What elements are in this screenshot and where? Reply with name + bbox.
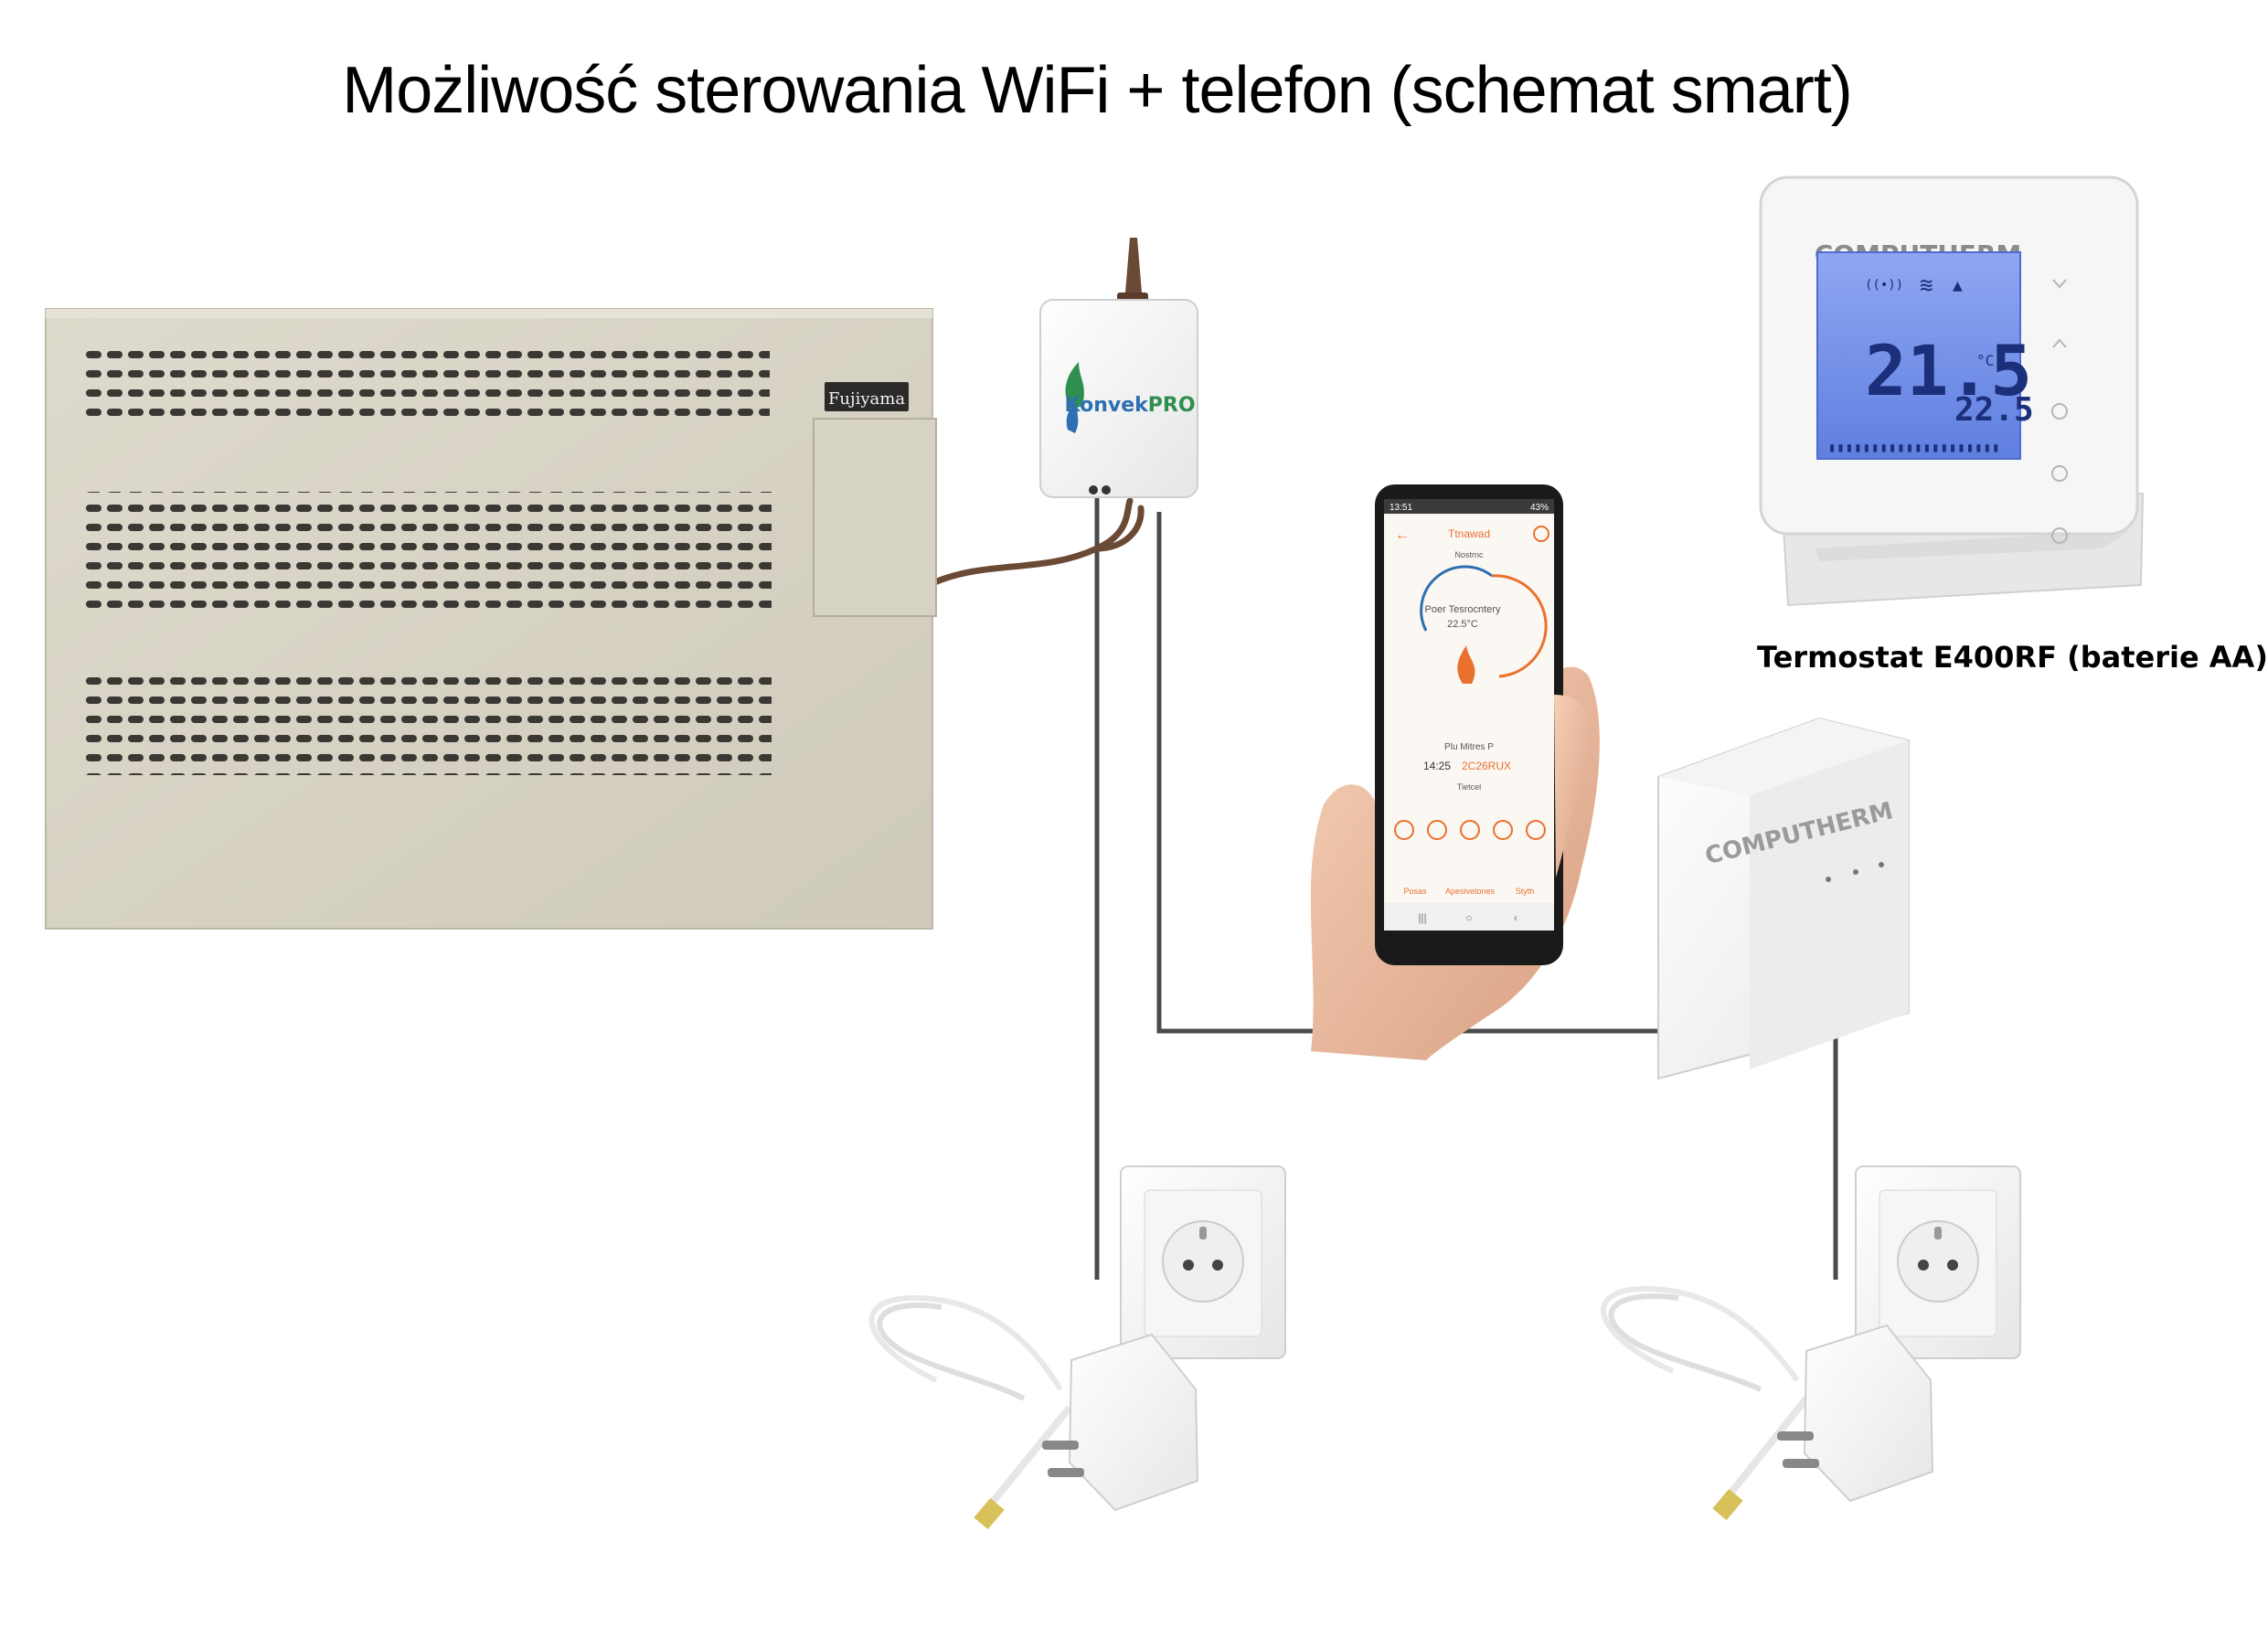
hand-with-smartphone: 13:51 43% ← Ttnawad Nostrnc Poer Tesrocn… [1310,484,1600,1060]
phone-dial-label: Poer Tesrocntery [1425,604,1501,615]
module-brand-prefix: Konvek [1064,394,1149,417]
phone-time: 14:25 [1423,760,1451,772]
thumb [1554,695,1593,878]
program-button-5[interactable] [1526,820,1546,840]
phone-code: 2C26RUX [1462,760,1511,772]
wall-socket-right [1855,1165,2021,1359]
program-button-1[interactable] [1394,820,1414,840]
phone-dial-value: 22.5°C [1447,619,1478,630]
computherm-receiver: COMPUTHERM [1657,717,1910,1080]
phone-nav-1[interactable]: Posas [1403,887,1427,896]
module-brand-suffix: PRO [1148,394,1196,417]
nav-back-icon[interactable]: ‹ [1514,911,1517,924]
arrow-up-icon [2052,338,2067,348]
phone-status-time: 13:51 [1390,503,1412,513]
thermostat-temp-unit: °C [1976,352,1994,369]
phone-dial-top: Nostrnc [1454,550,1484,559]
smart-control-diagram: Fujiyama KonvekPRO COMPUTHERM ((•)) ≋ ▲ … [45,176,2145,1530]
info-icon[interactable] [1533,526,1549,542]
nav-home-icon[interactable]: ○ [1465,911,1472,924]
phone-sub: Tietcel [1457,782,1481,792]
power-adapter-left [868,1294,1199,1530]
wall-socket-left [1120,1165,1286,1359]
phone-status-battery: 43% [1530,503,1549,513]
thermostat-main-temp: 21.5 [1865,330,2032,411]
program-button-4[interactable] [1493,820,1513,840]
phone-nav-3[interactable]: Styth [1516,887,1535,896]
program-button-2[interactable] [1427,820,1447,840]
konvekpro-wifi-module: KonvekPRO [1039,238,1198,498]
program-button-3[interactable] [1460,820,1480,840]
convector-heater: Fujiyama [45,308,937,930]
leaf-logo-icon [1065,362,1084,410]
phone-mode: Plu Mitres P [1444,742,1494,752]
page-title: Możliwość sterowania WiFi + telefon (sch… [342,54,1852,127]
heater-brand-label: Fujiyama [828,389,905,409]
thermostat-set-temp: 22.5 [1954,391,2034,429]
thermostat-caption: Termostat E400RF (baterie AA) [1757,640,2268,675]
fan-icon [2051,465,2068,482]
power-adapter-right [1601,1285,1934,1521]
phone-screen [1384,499,1554,931]
svg-text:KonvekPRO: KonvekPRO [1064,394,1195,417]
flame-icon [1457,645,1475,684]
hour-bars: ▮▮▮▮▮▮▮▮▮▮▮▮▮▮▮▮▮▮▮▮ [1828,441,2001,455]
nav-recent-icon[interactable]: ||| [1418,911,1426,924]
power-icon [2051,527,2068,544]
phone-nav-2[interactable]: Apesivetones [1445,887,1496,896]
clock-icon [2051,403,2068,420]
flame-icon: ▲ [1953,276,1963,295]
connection-wires [929,494,1838,1280]
arrow-down-icon [2052,279,2067,289]
thermostat-e400rf: COMPUTHERM ((•)) ≋ ▲ 21.5 °C 22.5 ▮▮▮▮▮▮… [1759,176,2145,607]
back-arrow-icon[interactable]: ← [1395,527,1410,543]
heat-waves-icon: ≋ [1920,272,1933,298]
thermostat-lcd [1816,251,2021,460]
brown-cable-heater-to-module [929,497,1145,587]
wire-module-to-receiver [1156,512,1700,1034]
phone-app-title: Ttnawad [1448,527,1490,540]
antenna [1124,238,1143,303]
wifi-icon: ((•)) [1865,278,1903,292]
